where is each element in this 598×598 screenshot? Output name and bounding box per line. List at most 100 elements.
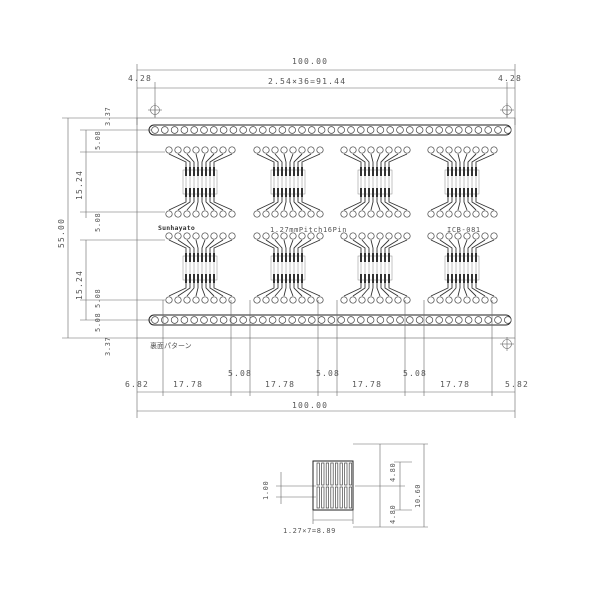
smd-pad — [193, 274, 195, 283]
fanout-trace — [463, 283, 468, 297]
fanout-trace — [265, 239, 279, 253]
header-pad — [268, 126, 277, 134]
header-pad — [288, 316, 296, 324]
dip-pad — [454, 210, 462, 218]
fanout-trace — [463, 197, 468, 211]
dip-pad — [490, 146, 498, 154]
header-pad — [386, 126, 394, 134]
smd-pad — [384, 253, 386, 262]
fanout-trace — [370, 153, 374, 167]
smd-pad — [213, 167, 215, 176]
smd-pad — [297, 188, 299, 197]
fanout-trace — [265, 283, 279, 297]
smd-pad — [205, 253, 207, 262]
detail-pad — [344, 462, 348, 486]
smd-pad — [197, 188, 199, 197]
dip-pad — [367, 296, 375, 304]
header-pad — [151, 126, 159, 134]
dip-pad — [367, 146, 375, 154]
dip-pad — [307, 296, 315, 304]
smd-pad — [451, 253, 453, 262]
seg-dim-2: 17.78 — [173, 380, 203, 389]
mount-hole-top-right — [500, 103, 514, 117]
fanout-trace — [168, 239, 187, 253]
smd-pad — [285, 167, 287, 176]
ic-body-outline — [182, 169, 218, 195]
fanout-trace — [201, 283, 206, 297]
fanout-trace — [475, 283, 495, 297]
header-pad — [435, 316, 443, 324]
dip-pad — [490, 296, 498, 304]
dip-pad — [394, 146, 402, 154]
header-pad — [376, 316, 385, 324]
fanout-trace — [380, 153, 390, 167]
section-lower-dim: 15.24 — [75, 270, 84, 300]
dip-pad — [280, 210, 288, 218]
smd-pad — [455, 274, 457, 283]
dip-pad — [472, 146, 480, 154]
fanout-trace — [380, 197, 390, 211]
fanout-trace — [301, 239, 321, 253]
ic-body-outline — [444, 169, 480, 195]
fanout-trace — [430, 283, 449, 297]
dip-pad — [210, 296, 218, 304]
fanout-trace — [289, 283, 294, 297]
fanout-trace — [380, 239, 390, 253]
dip-pad — [481, 296, 489, 304]
header-pad — [347, 316, 355, 324]
fanout-trace — [471, 197, 486, 211]
left-dimensions: 55.00 3.37 5.08 15.24 5.08 15.24 5.08 5.… — [57, 107, 165, 356]
header-pad — [327, 316, 336, 324]
detail-pad — [325, 462, 329, 486]
seg-dim-3: 5.08 — [228, 369, 252, 378]
fanout-trace — [186, 283, 195, 297]
fanout-trace — [388, 283, 408, 297]
smd-pad — [384, 167, 386, 176]
dip-pad — [358, 210, 366, 218]
seg-dim-6: 17.78 — [352, 380, 382, 389]
dip-pad — [183, 146, 191, 154]
smd-pad — [189, 167, 191, 176]
ic-breakout-footprint — [340, 146, 411, 218]
smd-pad — [463, 167, 465, 176]
smd-pad — [293, 188, 295, 197]
smd-pad — [368, 188, 370, 197]
fanout-trace — [293, 153, 303, 167]
fanout-trace — [283, 153, 287, 167]
fanout-trace — [297, 239, 312, 253]
fanout-trace — [475, 197, 495, 211]
smd-pad — [372, 253, 374, 262]
fanout-trace — [297, 153, 312, 167]
dip-pad — [228, 146, 236, 154]
fanout-trace — [209, 239, 224, 253]
fanout-trace — [213, 239, 233, 253]
header-pad — [317, 126, 326, 134]
fanout-trace — [380, 283, 390, 297]
fanout-trace — [384, 197, 399, 211]
fanout-trace — [195, 283, 199, 297]
fanout-trace — [186, 239, 195, 253]
smd-pad — [451, 274, 453, 283]
header-pad — [376, 126, 385, 134]
dip-pad — [298, 232, 306, 240]
header-pad — [229, 126, 238, 134]
dip-pad — [340, 146, 348, 154]
header-pad — [210, 316, 218, 324]
detail-total-height: 10.60 — [414, 484, 422, 508]
row-mid-lower-dim: 5.08 — [94, 289, 102, 308]
smd-pad — [297, 167, 299, 176]
dip-pad — [253, 210, 261, 218]
board-outline — [136, 117, 516, 339]
dip-pad — [271, 210, 279, 218]
header-pad — [445, 126, 453, 134]
header-pad — [366, 126, 375, 134]
smd-pad — [447, 188, 449, 197]
dip-pad — [219, 210, 227, 218]
fanout-trace — [343, 197, 362, 211]
header-pad — [259, 126, 267, 134]
dip-pad — [298, 146, 306, 154]
smd-pad — [384, 274, 386, 283]
fanout-trace — [448, 239, 457, 253]
edge-offset-bottom: 3.37 — [104, 337, 112, 356]
smd-pad — [197, 167, 199, 176]
